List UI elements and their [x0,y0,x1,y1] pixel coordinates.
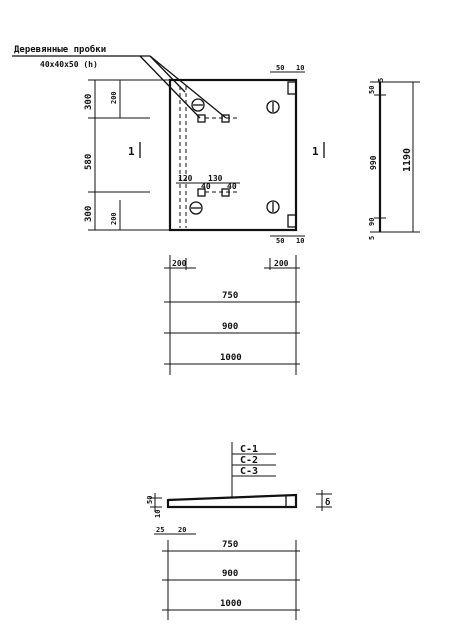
left-dim: 300 [84,94,94,110]
callout-title: Деревянные пробки [14,44,106,55]
side-small-dim: 20 [178,526,186,534]
bottom-dim: 50 [276,237,284,245]
plate-outline [168,78,298,232]
wood-plug [197,114,206,123]
side-bottom-dim: 900 [222,569,238,579]
callout-size: 40х40х50 (h) [40,60,98,69]
left-dim: 200 [110,91,118,104]
side-left-dim: 10 [154,510,162,518]
variant-label: С-1 [240,444,258,455]
loop-circle [266,200,280,214]
left-dim: 580 [84,154,94,170]
slab-profile [166,493,298,509]
top-dim: 50 [276,64,284,72]
right-dim: 50 [368,86,376,94]
variant-label: С-2 [240,455,258,466]
plate-plan: 120 130 40 40 1 1 50 10 50 10 [128,64,325,245]
inner-dim: 40 [227,182,237,191]
bottom-dim: 900 [222,322,238,332]
left-dim: 300 [84,206,94,222]
right-dim: 5 [377,78,385,82]
right-dim: 90 [368,218,376,226]
side-view: С-1 С-2 С-3 50 10 δ 25 20 750 900 1000 [146,442,332,620]
bottom-dim: 200 [274,259,289,268]
corner-notch [287,81,297,95]
plan-bottom-dims: 200 200 750 900 1000 [164,255,300,375]
variant-label: С-3 [240,466,258,477]
inner-dim: 40 [201,182,211,191]
side-bottom-dim: 750 [222,540,238,550]
side-bottom-dim: 1000 [220,599,242,609]
right-dim-total: 1190 [402,148,413,172]
loop-circle [189,201,203,215]
bottom-dim: 200 [172,259,187,268]
side-left-dim: 50 [146,496,154,504]
right-section: 5 50 990 1190 90 5 [368,78,420,240]
left-dimensions: 300 200 580 300 200 [84,79,170,231]
left-dim: 200 [110,212,118,225]
section-mark: 1 [128,145,135,158]
leader-line [149,55,186,93]
side-right-dim: δ [325,498,330,508]
loop-circle [191,98,205,112]
side-small-dim: 25 [156,526,164,534]
bottom-dim: 1000 [220,353,242,363]
bottom-dim-b: 10 [296,237,304,245]
top-dim-b: 10 [296,64,304,72]
inner-dim: 120 [178,174,193,183]
inner-dim: 130 [208,174,223,183]
right-dim: 5 [368,236,376,240]
leader-line [149,55,227,119]
bottom-dim: 750 [222,291,238,301]
right-dim: 990 [369,155,378,170]
loop-circle [266,100,280,114]
corner-notch [287,214,297,228]
section-mark: 1 [312,145,319,158]
